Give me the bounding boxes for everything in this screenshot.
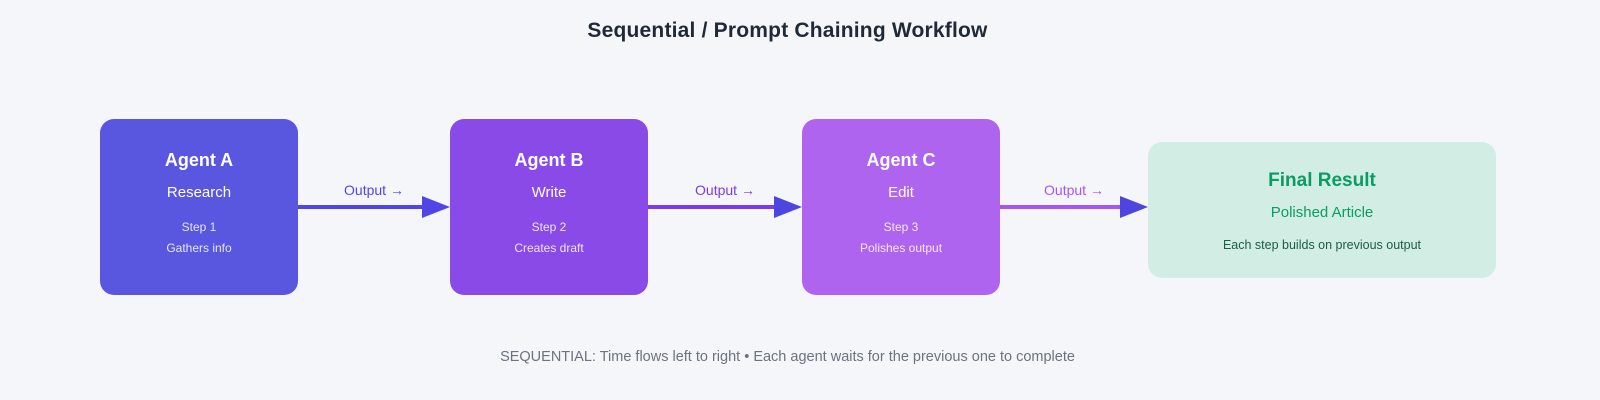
agent-a-node: Agent A Research Step 1 Gathers info [100, 119, 298, 295]
agent-detail: Creates draft [514, 241, 584, 255]
arrow-head-icon-2 [774, 196, 802, 218]
agent-step: Step 2 [531, 220, 567, 234]
arrow-line-2 [648, 205, 776, 209]
arrow-line-3 [1000, 205, 1122, 209]
final-result-title: Final Result [1268, 170, 1376, 191]
agent-role: Edit [888, 184, 914, 201]
arrow-label-output-2: Output → [695, 182, 755, 198]
agent-role: Research [166, 184, 232, 201]
agent-detail: Gathers info [166, 241, 232, 255]
agent-role: Write [531, 184, 567, 201]
arrow-head-icon-1 [422, 196, 450, 218]
agent-step: Step 1 [181, 220, 217, 234]
diagram-title: Sequential / Prompt Chaining Workflow [587, 19, 988, 42]
agent-name: Agent C [866, 150, 936, 170]
arrow-label-output-3: Output → [1044, 182, 1104, 198]
agent-name: Agent B [514, 150, 584, 170]
arrow-head-icon-3 [1120, 196, 1148, 218]
agent-name: Agent A [164, 150, 234, 170]
agent-b-node: Agent B Write Step 2 Creates draft [450, 119, 648, 295]
footer-caption: SEQUENTIAL: Time flows left to right • E… [500, 349, 1075, 365]
arrow-line-1 [298, 205, 424, 209]
agent-step: Step 3 [883, 220, 919, 234]
agent-c-node: Agent C Edit Step 3 Polishes output [802, 119, 1000, 295]
arrow-label-output-1: Output → [344, 182, 404, 198]
agent-detail: Polishes output [859, 241, 943, 255]
final-result-node: Final Result Polished Article Each step … [1148, 142, 1496, 278]
final-result-subtitle: Polished Article [1270, 204, 1374, 221]
final-result-detail: Each step builds on previous output [1222, 238, 1422, 252]
